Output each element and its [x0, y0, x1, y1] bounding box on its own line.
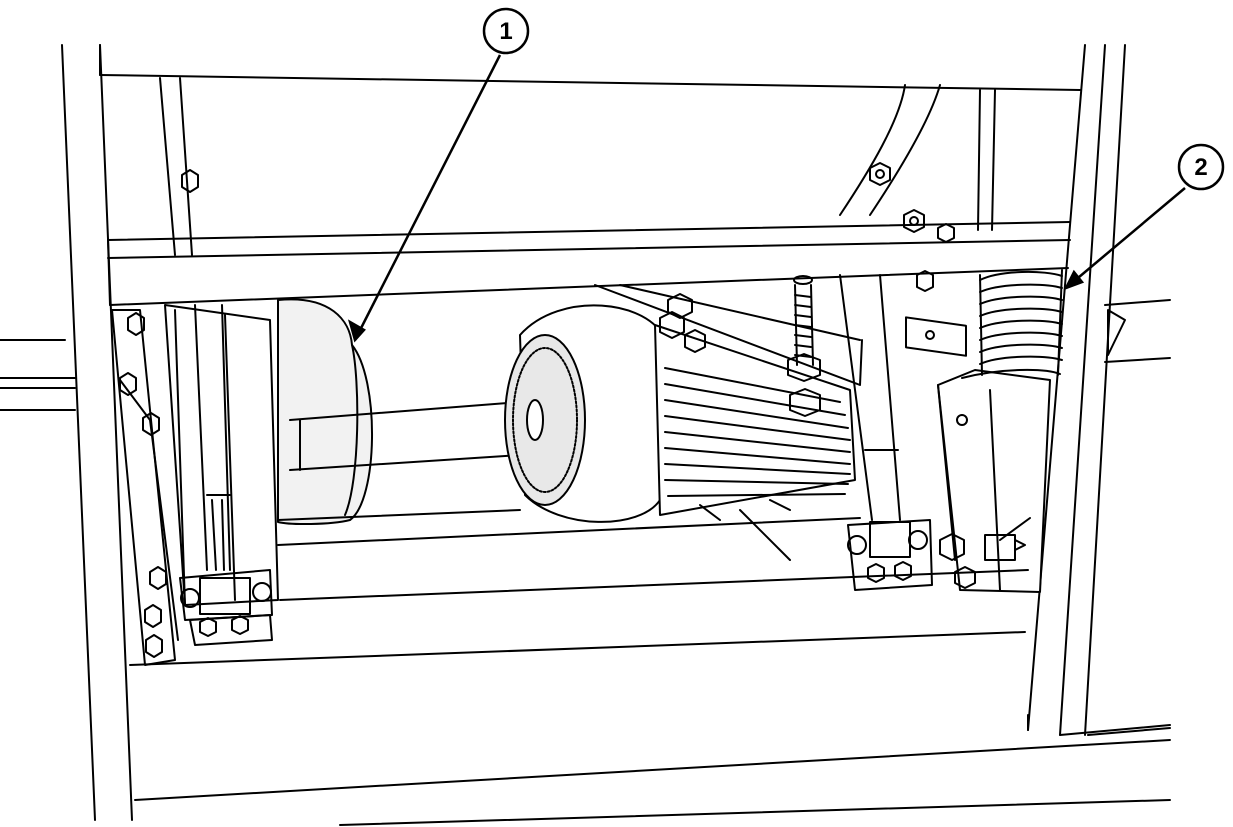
- callout-leader-1: [353, 54, 502, 341]
- belt-guard-arc: [839, 84, 941, 216]
- callout-2: 2: [1177, 143, 1225, 191]
- callout-leader-2: [1065, 187, 1186, 289]
- pulley-housing: [164, 304, 279, 606]
- tension-spring: [961, 269, 1063, 379]
- motor-support-angle: [594, 284, 863, 386]
- left-tension-rod: [179, 304, 273, 646]
- spring-bracket: [916, 270, 1051, 593]
- callout-arrow-1: [347, 319, 366, 343]
- adjusting-screw: [787, 275, 821, 417]
- callout-1: 1: [482, 7, 530, 55]
- lower-support: [277, 509, 1031, 601]
- cross-beam: [107, 162, 1071, 357]
- left-bracket: [111, 169, 199, 666]
- right-tension-rod: [839, 274, 933, 591]
- callout-leaders: [347, 54, 1186, 343]
- outer-frame: [0, 44, 1171, 826]
- callout-2-label: 2: [1194, 154, 1207, 181]
- drive-belt: [277, 298, 521, 526]
- callout-1-label: 1: [499, 18, 512, 45]
- electric-motor: [504, 293, 856, 561]
- callout-arrow-2: [1063, 269, 1085, 291]
